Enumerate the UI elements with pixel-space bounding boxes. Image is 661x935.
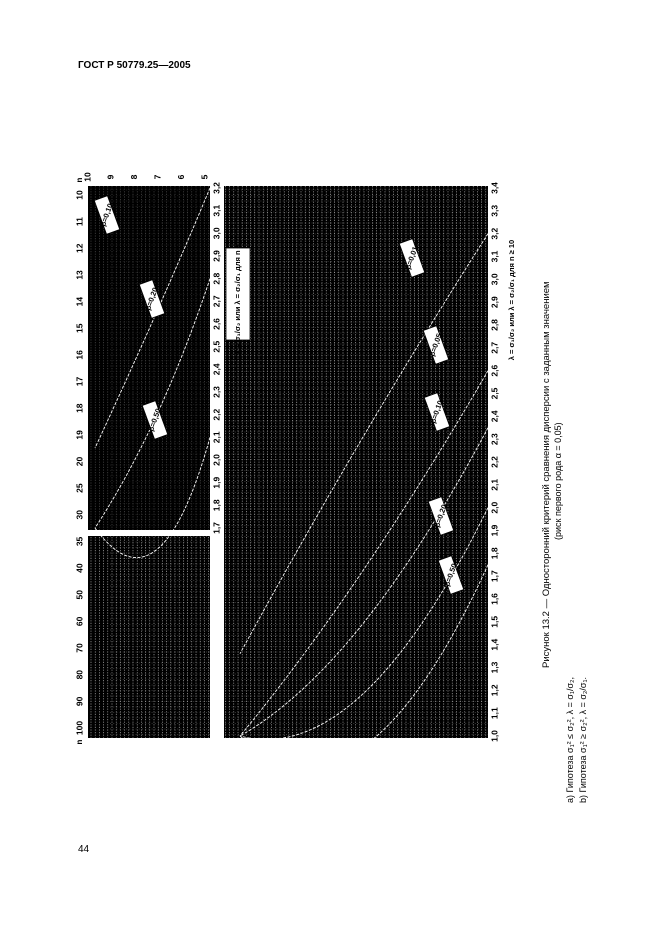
note-hypothesis-b: b) Гипотеза σ₁² ≥ σ₂², λ = σ₂/σ₁. xyxy=(578,676,588,803)
n-label-band xyxy=(70,186,88,738)
figure-caption: Рисунок 13.2 — Односторонний критерий ср… xyxy=(541,281,552,668)
beta-label-lower-box xyxy=(423,392,451,432)
n-tick-label-lower: 50 xyxy=(74,590,84,600)
n-tick-label-upper: 7 xyxy=(152,174,162,179)
lambda-tick-label-upper: 2,7 xyxy=(211,295,221,307)
beta-label-lower-box xyxy=(437,555,465,595)
lambda-tick-label-upper: 1,8 xyxy=(211,499,221,511)
lambda-tick-label-upper: 2,1 xyxy=(211,431,221,443)
figure-subcaption: (риск первого рода α = 0,05) xyxy=(553,422,563,540)
n-tick-label-lower: 35 xyxy=(74,536,84,546)
beta-curve-upper xyxy=(94,437,211,558)
n-tick-label-upper: 5 xyxy=(199,174,209,179)
n-axis-title-upper: n xyxy=(75,177,84,182)
lambda-tick-label-upper: 1,7 xyxy=(211,522,221,534)
lambda-tick-label-lower: 1,7 xyxy=(489,570,499,582)
lambda-tick-label-lower: 2,5 xyxy=(489,387,499,399)
lambda-tick-label-lower: 1,4 xyxy=(489,638,499,650)
n-tick-label-lower: 90 xyxy=(74,696,84,706)
lambda-tick-label-lower: 1,9 xyxy=(489,524,499,536)
n-tick-label-lower: 11 xyxy=(74,217,84,226)
beta-curve-lower xyxy=(239,233,489,654)
n-tick-label-lower: 60 xyxy=(74,616,84,626)
lambda-upper-label-band xyxy=(210,186,224,738)
lambda-tick-label-upper: 3,2 xyxy=(211,182,221,194)
lambda-tick-label-lower: 2,6 xyxy=(489,364,499,376)
page-number: 44 xyxy=(78,844,90,855)
lambda-tick-label-upper: 2,9 xyxy=(211,250,221,262)
lambda-tick-label-upper: 2,3 xyxy=(211,386,221,398)
lambda-tick-label-lower: 2,3 xyxy=(489,433,499,445)
n-tick-label-lower: 17 xyxy=(74,377,84,387)
lambda-axis-label-upper: λ = σ₁/σ₂ или λ = σ₂/σ₁ для n ≤ 10 xyxy=(233,234,242,354)
n-tick-label-lower: 18 xyxy=(74,403,84,413)
region-divider xyxy=(88,530,212,536)
n-tick-label-lower: 70 xyxy=(74,643,84,653)
n-tick-label-lower: 10 xyxy=(74,190,84,200)
beta-curve-upper xyxy=(94,278,211,529)
n-tick-label-upper: 6 xyxy=(176,174,186,179)
n-tick-label-lower: 15 xyxy=(74,323,84,333)
n-tick-label-lower: 100 xyxy=(74,721,84,735)
n-tick-label-lower: 12 xyxy=(74,243,84,253)
document-header: ГОСТ Р 50779.25—2005 xyxy=(78,60,191,71)
beta-label-lower-box xyxy=(427,496,455,536)
lambda-tick-label-upper: 3,0 xyxy=(211,227,221,239)
n-tick-label-lower: 30 xyxy=(74,510,84,520)
lambda-axis-label-lower: λ = σ₁/σ₂ или λ = σ₂/σ₁ для n ≥ 10 xyxy=(507,240,516,360)
lambda-tick-label-lower: 1,6 xyxy=(489,593,499,605)
upper-region-shade xyxy=(88,186,210,530)
lambda-tick-label-lower: 3,1 xyxy=(489,250,499,262)
n-tick-label-lower: 40 xyxy=(74,563,84,573)
note-hypothesis-a: а) Гипотеза σ₁² ≤ σ₂², λ = σ₁/σ₂, xyxy=(565,676,575,803)
lambda-tick-label-upper: 1,9 xyxy=(211,476,221,488)
lambda-tick-label-upper: 3,1 xyxy=(211,204,221,216)
lambda-tick-label-lower: 1,8 xyxy=(489,547,499,559)
beta-label-lower-box xyxy=(422,325,450,365)
lambda-tick-label-lower: 3,3 xyxy=(489,205,499,217)
lambda-tick-label-lower: 2,1 xyxy=(489,479,499,491)
n-tick-label-lower: 80 xyxy=(74,670,84,680)
lambda-tick-label-lower: 2,4 xyxy=(489,410,499,422)
lambda-tick-label-upper: 2,8 xyxy=(211,272,221,284)
lambda-tick-label-lower: 2,0 xyxy=(489,501,499,513)
lambda-tick-label-lower: 3,2 xyxy=(489,227,499,239)
lambda-tick-label-upper: 2,6 xyxy=(211,318,221,330)
n-tick-label-lower: 14 xyxy=(74,297,84,307)
n-tick-label-lower: 13 xyxy=(74,270,84,280)
lambda-label-upper-box xyxy=(225,247,251,341)
lambda-tick-label-lower: 2,2 xyxy=(489,456,499,468)
n-tick-label-upper: 8 xyxy=(129,174,139,179)
n-axis-title-lower: n xyxy=(75,739,84,744)
lambda-tick-label-upper: 2,2 xyxy=(211,408,221,420)
beta-label-upper-box xyxy=(141,400,169,440)
n-tick-label-lower: 25 xyxy=(74,483,84,493)
beta-label-lower-box xyxy=(398,238,426,278)
n-tick-label-upper: 10 xyxy=(82,172,92,182)
lambda-tick-label-upper: 2,5 xyxy=(211,340,221,352)
lambda-tick-label-lower: 2,9 xyxy=(489,296,499,308)
beta-curve-lower xyxy=(239,370,489,737)
lambda-tick-label-lower: 1,0 xyxy=(489,730,499,742)
lambda-tick-label-lower: 1,2 xyxy=(489,684,499,696)
lambda-tick-label-lower: 3,0 xyxy=(489,273,499,285)
lambda-tick-label-lower: 1,3 xyxy=(489,661,499,673)
lambda-tick-label-lower: 1,5 xyxy=(489,616,499,628)
n-tick-label-lower: 16 xyxy=(74,350,84,360)
lambda-tick-label-upper: 2,0 xyxy=(211,454,221,466)
beta-label-upper-box xyxy=(138,279,166,319)
lambda-tick-label-lower: 1,1 xyxy=(489,707,499,719)
beta-curve-lower xyxy=(239,427,489,737)
n-tick-label-upper: 9 xyxy=(106,174,116,179)
lambda-tick-label-lower: 2,7 xyxy=(489,342,499,354)
beta-label-upper-box xyxy=(93,195,121,235)
n-tick-label-lower: 19 xyxy=(74,430,84,440)
lambda-tick-label-lower: 2,8 xyxy=(489,319,499,331)
n-tick-label-lower: 20 xyxy=(74,457,84,467)
lambda-tick-label-upper: 2,4 xyxy=(211,363,221,375)
lambda-lower-label-band xyxy=(488,186,502,738)
lambda-tick-label-lower: 3,4 xyxy=(489,182,499,194)
